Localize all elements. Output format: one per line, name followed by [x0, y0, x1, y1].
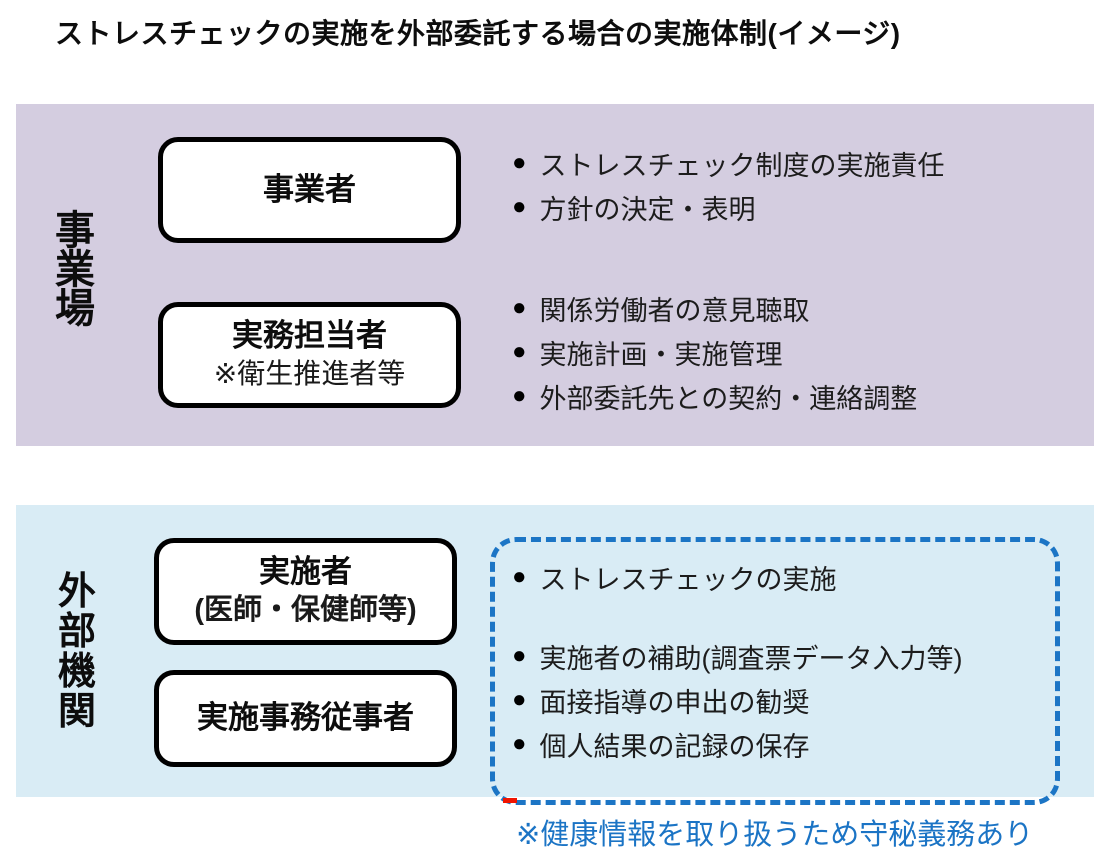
list-item: ● 関係労働者の意見聴取: [512, 286, 917, 330]
clerical-staff-box-title: 実施事務従事者: [197, 700, 414, 736]
list-item: ● 個人結果の記録の保存: [512, 722, 962, 766]
list-item: ● 方針の決定・表明: [512, 185, 945, 229]
bullet-icon: ●: [512, 686, 527, 713]
practical-staff-box: 実務担当者 ※衛生推進者等: [158, 302, 461, 408]
list-item-text: 方針の決定・表明: [539, 194, 756, 225]
list-item: ● ストレスチェックの実施: [512, 555, 837, 599]
practical-staff-box-subtitle: ※衛生推進者等: [213, 358, 406, 390]
list-item-text: ストレスチェックの実施: [539, 564, 837, 595]
list-item-text: 実施者の補助(調査票データ入力等): [539, 643, 963, 674]
bullet-icon: ●: [512, 382, 527, 409]
bullet-icon: ●: [512, 193, 527, 220]
list-item: ● 実施計画・実施管理: [512, 330, 917, 374]
list-item-text: 関係労働者の意見聴取: [539, 295, 810, 326]
external-label: 外部機関: [57, 571, 96, 733]
list-item-text: ストレスチェック制度の実施責任: [539, 150, 945, 181]
bullet-icon: ●: [512, 642, 527, 669]
clerical-staff-box: 実施事務従事者: [154, 670, 457, 767]
list-item-text: 外部委託先との契約・連絡調整: [539, 383, 918, 414]
implementer-duty-list: ● ストレスチェックの実施: [512, 555, 837, 599]
list-item: ● 実施者の補助(調査票データ入力等): [512, 634, 962, 678]
bullet-icon: ●: [512, 294, 527, 321]
bullet-icon: ●: [512, 338, 527, 365]
employer-duty-list: ● ストレスチェック制度の実施責任 ● 方針の決定・表明: [512, 141, 945, 229]
clerical-duty-list: ● 実施者の補助(調査票データ入力等) ● 面接指導の申出の勧奨 ● 個人結果の…: [512, 634, 962, 766]
list-item: ● 外部委託先との契約・連絡調整: [512, 374, 917, 418]
list-item-text: 実施計画・実施管理: [539, 339, 783, 370]
workplace-label: 事業場: [55, 209, 95, 332]
implementer-box-subtitle: (医師・保健師等): [194, 594, 417, 627]
workplace-panel: 事業場 事業者 実務担当者 ※衛生推進者等 ● ストレスチェック制度の実施責任 …: [16, 104, 1094, 446]
bullet-icon: ●: [512, 149, 527, 176]
employer-box: 事業者: [158, 137, 461, 243]
practical-staff-duty-list: ● 関係労働者の意見聴取 ● 実施計画・実施管理 ● 外部委託先との契約・連絡調…: [512, 286, 917, 418]
external-panel: 外部機関 実施者 (医師・保健師等) 実施事務従事者 ● ストレスチェックの実施…: [16, 505, 1094, 797]
secrecy-note: ※健康情報を取り扱うため守秘義務あり: [516, 819, 1034, 851]
employer-box-title: 事業者: [263, 171, 356, 207]
bullet-icon: ●: [512, 730, 527, 757]
list-item-text: 個人結果の記録の保存: [539, 731, 810, 762]
list-item: ● ストレスチェック制度の実施責任: [512, 141, 945, 185]
bullet-icon: ●: [512, 563, 527, 590]
confidentiality-dashed-frame: [490, 537, 1060, 805]
page-title: ストレスチェックの実施を外部委託する場合の実施体制(イメージ): [55, 18, 901, 49]
list-item-text: 面接指導の申出の勧奨: [539, 687, 810, 718]
implementer-box: 実施者 (医師・保健師等): [154, 538, 457, 645]
list-item: ● 面接指導の申出の勧奨: [512, 678, 962, 722]
implementer-box-title: 実施者: [259, 554, 352, 590]
practical-staff-box-title: 実務担当者: [232, 318, 387, 354]
red-dash-mark: [503, 798, 517, 803]
